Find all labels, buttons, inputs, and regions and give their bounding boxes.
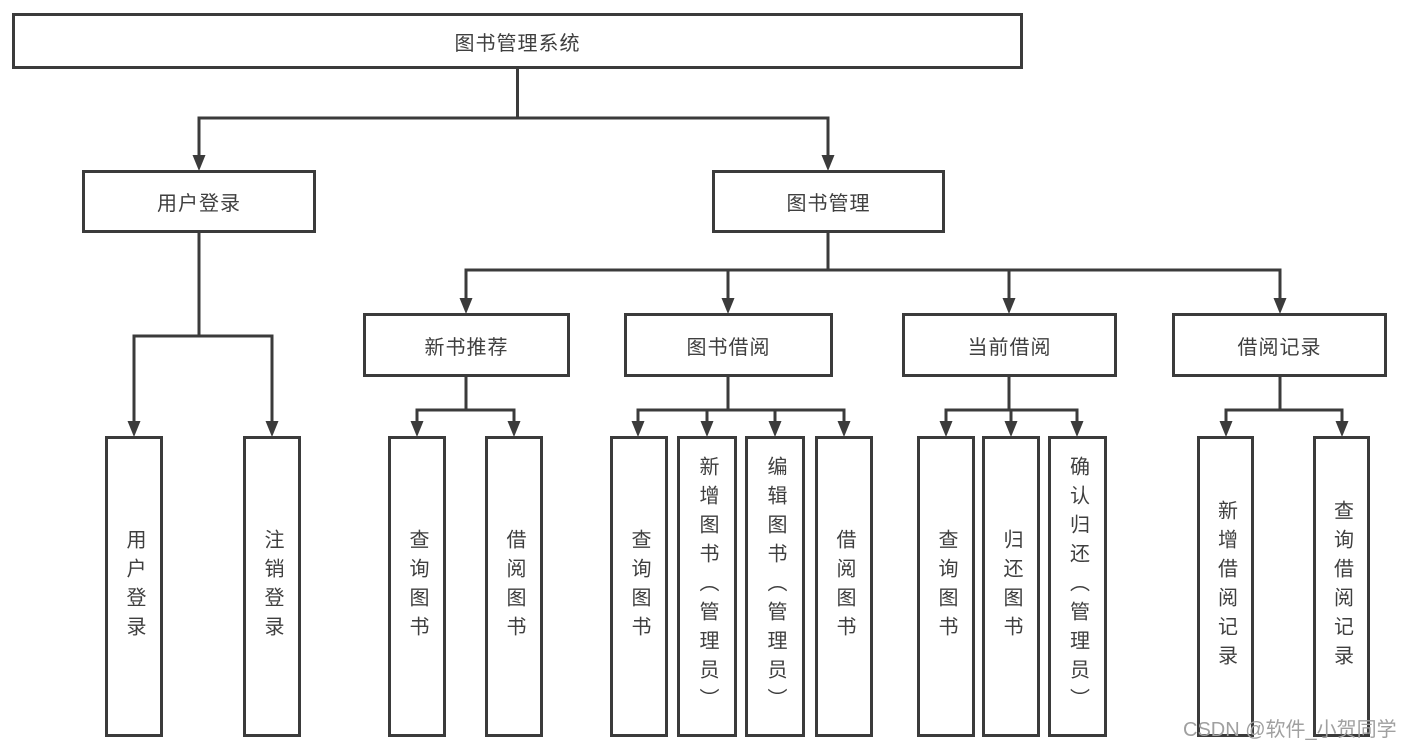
- group-new-book-recommend-box: 新书推荐: [363, 313, 570, 377]
- leaf-nbr-query-books-label: 查询图书: [406, 528, 428, 645]
- leaf-bb-edit-books-admin-label: 编辑图书（管理员）: [764, 456, 786, 717]
- leaf-nbr-borrow-books-label: 借阅图书: [503, 528, 525, 645]
- branch-user-login-label: 用户登录: [157, 193, 241, 215]
- root-label: 图书管理系统: [454, 32, 581, 55]
- branch-user-login-box: 用户登录: [82, 170, 316, 233]
- leaf-br-add-borrow-record-label: 新增借阅记录: [1214, 499, 1237, 674]
- leaf-bb-borrow-books: 借阅图书: [815, 436, 873, 737]
- group-current-borrow-box: 当前借阅: [902, 313, 1117, 377]
- leaf-bb-query-books: 查询图书: [610, 436, 668, 737]
- root-box: 图书管理系统: [12, 13, 1023, 69]
- leaf-user-login-label: 用户登录: [123, 528, 145, 645]
- branch-book-management-label: 图书管理: [786, 193, 871, 215]
- group-new-book-recommend-label: 新书推荐: [424, 336, 509, 359]
- leaf-cb-return-books-label: 归还图书: [1000, 528, 1022, 645]
- group-borrow-records-box: 借阅记录: [1172, 313, 1387, 377]
- leaf-cb-confirm-return-admin: 确认归还（管理员）: [1048, 436, 1107, 737]
- leaf-cb-query-books: 查询图书: [917, 436, 975, 737]
- leaf-cb-query-books-label: 查询图书: [935, 528, 957, 645]
- leaf-br-add-borrow-record: 新增借阅记录: [1197, 436, 1254, 737]
- group-book-borrow-label: 图书借阅: [686, 336, 771, 359]
- leaf-nbr-borrow-books: 借阅图书: [485, 436, 543, 737]
- leaf-bb-borrow-books-label: 借阅图书: [833, 528, 855, 645]
- leaf-cb-return-books: 归还图书: [982, 436, 1040, 737]
- branch-book-management-box: 图书管理: [712, 170, 945, 233]
- leaf-bb-add-books-admin-label: 新增图书（管理员）: [696, 456, 718, 717]
- leaf-br-query-borrow-record: 查询借阅记录: [1313, 436, 1370, 737]
- watermark-text: CSDN @软件_小贺同学: [1183, 719, 1397, 741]
- leaf-br-query-borrow-record-label: 查询借阅记录: [1330, 499, 1353, 674]
- group-borrow-records-label: 借阅记录: [1237, 336, 1322, 359]
- leaf-bb-edit-books-admin: 编辑图书（管理员）: [745, 436, 805, 737]
- leaf-bb-add-books-admin: 新增图书（管理员）: [677, 436, 737, 737]
- leaf-logout: 注销登录: [243, 436, 301, 737]
- leaf-logout-label: 注销登录: [261, 528, 283, 645]
- leaf-cb-confirm-return-admin-label: 确认归还（管理员）: [1066, 456, 1089, 717]
- group-current-borrow-label: 当前借阅: [967, 336, 1052, 359]
- leaf-nbr-query-books: 查询图书: [388, 436, 446, 737]
- leaf-user-login: 用户登录: [105, 436, 163, 737]
- group-book-borrow-box: 图书借阅: [624, 313, 833, 377]
- leaf-bb-query-books-label: 查询图书: [628, 528, 650, 645]
